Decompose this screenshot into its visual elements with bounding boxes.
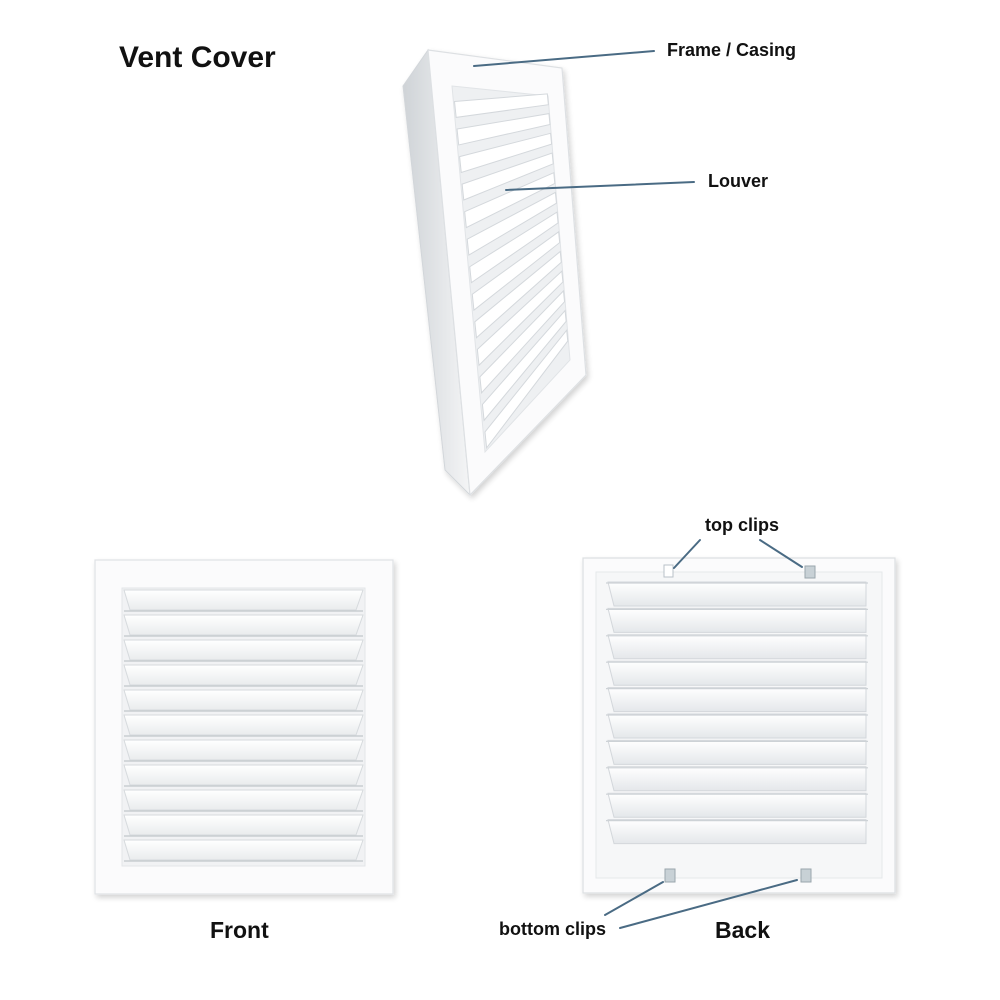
bottom-clip-left-leader	[604, 881, 664, 916]
top-clip-left-leader	[673, 539, 701, 569]
front-louver-slat	[123, 814, 364, 836]
front-louver-slat	[123, 589, 364, 611]
frame-leader-line	[473, 50, 655, 67]
angled-louver-slat	[481, 309, 567, 422]
frame-callout-label: Frame / Casing	[667, 40, 797, 60]
angled-louver-slat	[476, 270, 564, 367]
back-vent-view	[582, 557, 896, 894]
front-vent-view	[94, 559, 394, 895]
back-louver-slat	[607, 792, 867, 818]
angled-louver-slat	[479, 289, 566, 394]
front-louver-slat	[123, 714, 364, 736]
back-louver-slat	[607, 687, 867, 713]
louver-leader-line	[505, 181, 695, 191]
louver-callout-label: Louver	[708, 171, 769, 191]
front-louver-slat	[123, 764, 364, 786]
front-louver-slat	[123, 664, 364, 686]
front-louver-slat	[123, 839, 364, 861]
back-louver-slat	[607, 713, 867, 739]
bottom-clip-left	[664, 868, 676, 883]
angled-louver-slat	[474, 250, 562, 339]
angled-louver-slat	[464, 171, 556, 229]
angled-louver-slat	[466, 191, 557, 256]
top-clip-right-leader	[759, 539, 803, 568]
angled-vent-view	[402, 48, 587, 497]
back-vent-louvers	[606, 581, 868, 845]
back-louver-slat	[607, 634, 867, 660]
angled-louver-slat	[459, 132, 553, 174]
angled-louver-slat	[484, 328, 569, 450]
back-louver-slat	[607, 660, 867, 686]
front-louver-slat	[123, 614, 364, 636]
front-louver-slat	[123, 689, 364, 711]
angled-louver-slat	[471, 230, 561, 312]
bottom-clip-right-leader	[619, 879, 798, 929]
back-louver-slat	[607, 819, 867, 845]
front-louver-slat	[123, 739, 364, 761]
front-view-caption: Front	[210, 917, 269, 943]
leader-lines	[473, 50, 803, 929]
diagram-title: Vent Cover	[119, 41, 276, 74]
bottom-clip-right	[800, 868, 812, 883]
angled-vent-louvers	[453, 93, 569, 450]
back-view-caption: Back	[715, 917, 770, 943]
back-louver-slat	[607, 607, 867, 633]
angled-louver-slat	[453, 93, 549, 118]
angled-louver-slat	[456, 113, 551, 146]
front-vent-louvers	[123, 589, 364, 862]
top-clip-left	[663, 564, 674, 578]
top-clip-right	[804, 565, 816, 579]
top-clips-callout-label: top clips	[705, 515, 780, 535]
front-louver-slat	[123, 639, 364, 661]
angled-louver-slat	[461, 152, 554, 201]
bottom-clips-callout-label: bottom clips	[499, 919, 606, 939]
front-louver-slat	[123, 789, 364, 811]
back-louver-slat	[607, 581, 867, 607]
angled-louver-slat	[469, 211, 559, 284]
back-louver-slat	[607, 739, 867, 765]
back-louver-slat	[607, 766, 867, 792]
